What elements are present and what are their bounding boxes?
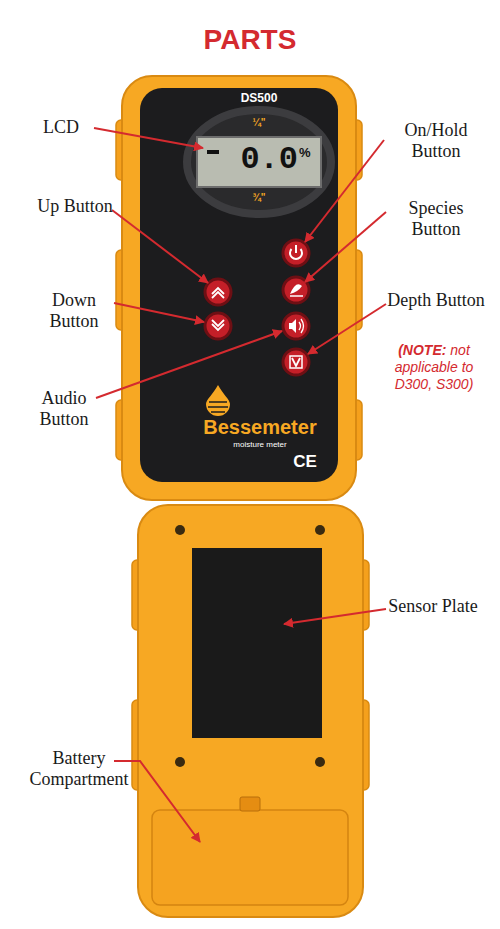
- part-label: Down Button: [30, 290, 118, 332]
- leader-line: [305, 212, 386, 282]
- depth-mark: ¼": [244, 117, 274, 129]
- back-housing: [132, 505, 369, 917]
- battery-compartment: [152, 797, 348, 905]
- depth-button: [283, 349, 309, 375]
- part-label: Sensor Plate: [388, 596, 478, 617]
- leader-line: [114, 303, 204, 322]
- logo-drop: [206, 385, 230, 416]
- part-label: Audio Button: [22, 388, 106, 430]
- leader-line: [284, 609, 386, 624]
- on-hold-button: [283, 240, 309, 266]
- note-heading: (NOTE:: [398, 342, 446, 358]
- leader-line: [308, 304, 386, 354]
- brand-name: Bessemeter: [190, 416, 330, 439]
- down-button: [205, 313, 231, 339]
- model-name: DS500: [219, 91, 299, 105]
- part-label: Up Button: [33, 196, 117, 217]
- sensor-plate: [192, 548, 322, 738]
- brand-tagline: moisture meter: [190, 440, 330, 449]
- lcd-display: [187, 110, 331, 214]
- leader-line: [112, 210, 208, 283]
- part-label: On/Hold Button: [386, 120, 486, 162]
- leader-line: [96, 331, 282, 398]
- audio-button: [283, 313, 309, 339]
- ce-mark: CE: [286, 452, 324, 472]
- part-label: Species Button: [386, 198, 486, 240]
- title-heading: PARTS: [0, 24, 500, 56]
- lcd-reading: 0.0: [226, 141, 298, 178]
- lcd-unit: %: [299, 145, 317, 160]
- leader-line: [94, 128, 203, 148]
- part-label: Depth Button: [386, 290, 486, 311]
- leader-lines: [94, 128, 386, 842]
- part-label: LCD: [30, 117, 92, 138]
- buttons: [205, 240, 309, 375]
- part-label: Battery Compartment: [20, 748, 138, 790]
- up-button: [205, 279, 231, 305]
- depth-mark: ¾": [244, 192, 274, 204]
- note-block: (NOTE: not applicable to D300, S300): [376, 342, 492, 393]
- leader-line: [305, 140, 384, 242]
